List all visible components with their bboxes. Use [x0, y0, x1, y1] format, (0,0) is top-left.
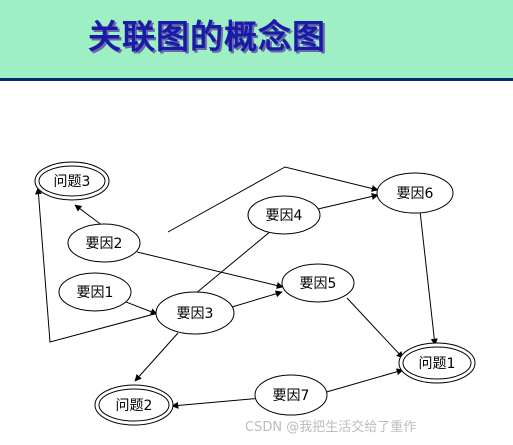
edge-factor3-problem3 [35, 187, 159, 343]
node-factor1: 要因1 [58, 272, 132, 312]
watermark-text: CSDN @我把生活交给了重作 [245, 420, 417, 435]
node-problem2-label: 问题2 [116, 398, 153, 414]
node-problem1: 问题1 [398, 342, 476, 384]
edge-factor7-problem2 [171, 397, 263, 409]
node-factor7-label: 要因7 [273, 388, 310, 404]
edge-factor2-factor5 [136, 251, 284, 289]
node-factor6-label: 要因6 [397, 186, 434, 202]
node-factor2-label: 要因2 [86, 236, 123, 252]
node-factor5: 要因5 [281, 263, 355, 303]
edge-factor7-problem1 [322, 368, 404, 394]
node-problem3-label: 问题3 [54, 174, 91, 190]
edge-factor1-factor3 [125, 301, 158, 315]
node-factor6: 要因6 [376, 172, 454, 214]
node-factor3-label: 要因3 [177, 306, 214, 322]
page-title: 关联图的概念图 [88, 17, 326, 56]
node-factor1-label: 要因1 [77, 285, 114, 301]
node-problem3: 问题3 [34, 161, 110, 201]
edge-factor5-problem1 [346, 297, 404, 359]
title-banner [0, 0, 513, 78]
node-problem2: 问题2 [94, 384, 174, 426]
node-factor4-label: 要因4 [266, 208, 303, 224]
edge-factor4-factor6 [317, 193, 379, 210]
edge-factor2-problem3 [74, 204, 104, 227]
edge-factor3-factor5 [231, 290, 283, 308]
node-factor7: 要因7 [254, 374, 328, 416]
edge-factor3-factor4 [194, 225, 278, 295]
edge-factor3-problem2 [134, 332, 179, 382]
node-factor5-label: 要因5 [300, 276, 337, 292]
edge-factor6-problem1 [419, 210, 438, 346]
title-banner-underline [0, 78, 513, 81]
node-factor2: 要因2 [67, 223, 141, 263]
edge-factor2-factor6 [167, 166, 379, 233]
node-factor4: 要因4 [247, 195, 321, 235]
node-problem1-label: 问题1 [419, 356, 456, 372]
node-factor3: 要因3 [155, 291, 235, 335]
